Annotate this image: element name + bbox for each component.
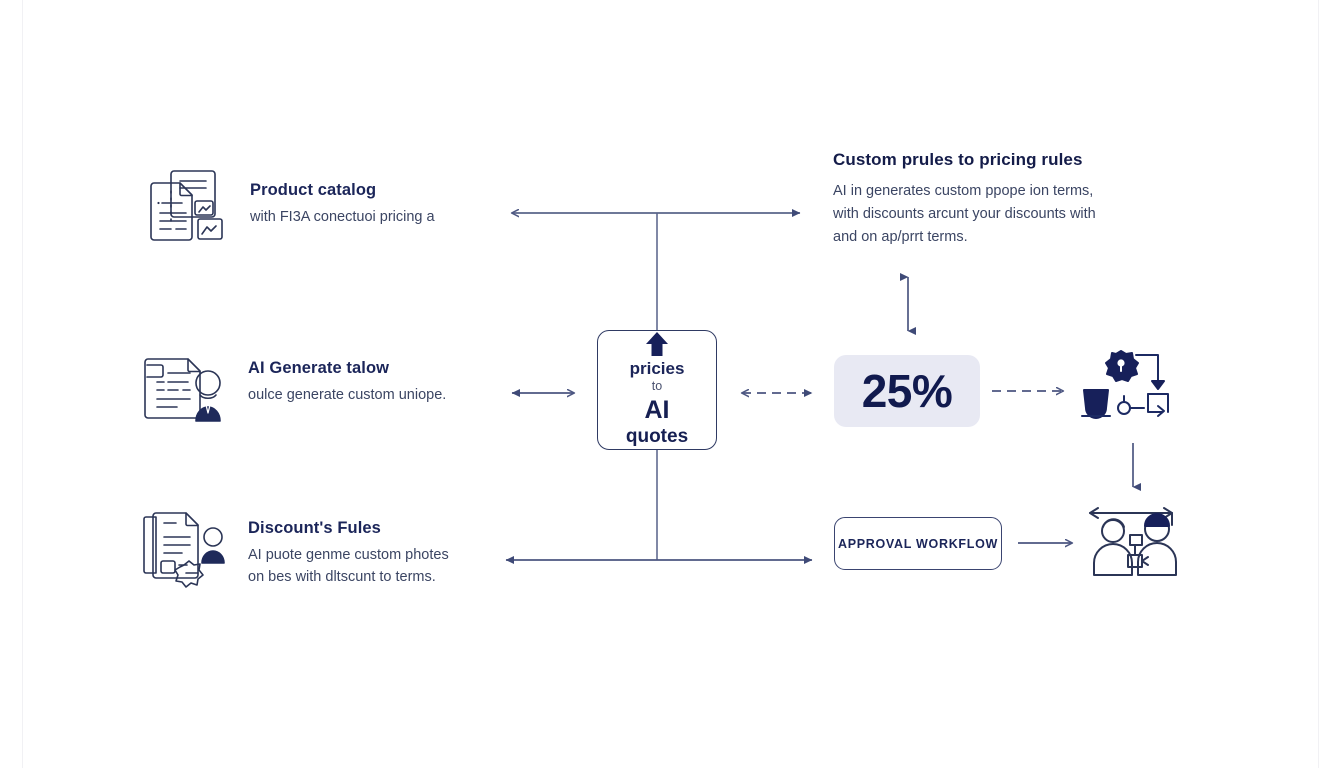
feature-description: with FI3A conectuoi pricing a <box>250 209 435 225</box>
discount-percent-badge: 25% <box>834 355 980 427</box>
center-line-1: pricies <box>629 358 685 378</box>
discount-percent-value: 25% <box>861 365 953 417</box>
feature-description-line-2: on bes with dltscunt to terms. <box>248 569 436 586</box>
ai-quotes-center-box[interactable]: pricies to AI quotes <box>597 330 717 450</box>
center-line-4: quotes <box>625 426 689 448</box>
stacked-documents-icon <box>140 165 236 251</box>
feature-text: Discount's Fules AI puote genme custom p… <box>248 503 449 589</box>
feature-description: oulce generate custom uniope. <box>248 387 447 403</box>
documents-person-badge-icon <box>138 503 234 589</box>
up-arrow-icon <box>643 331 671 357</box>
document-person-icon <box>138 343 234 429</box>
approval-workflow-pill[interactable]: APPROVAL WORKFLOW <box>834 517 1002 570</box>
block-title: Custom prules to pricing rules <box>833 150 1083 169</box>
two-people-team-icon <box>1078 505 1190 587</box>
right-edge-line <box>1318 0 1319 768</box>
feature-discount-rules: Discount's Fules AI puote genme custom p… <box>138 503 449 589</box>
feature-text: AI Generate talow oulce generate custom … <box>248 343 446 406</box>
feature-product-catalog: Product catalog with FI3A conectuoi pric… <box>140 165 435 251</box>
block-description-line-1: AI in generates custom ppope ion terms, <box>833 183 1094 199</box>
feature-text: Product catalog with FI3A conectuoi pric… <box>250 165 435 228</box>
feature-title: Discount's Fules <box>248 519 381 537</box>
feature-title: AI Generate talow <box>248 359 390 377</box>
custom-pricing-rules-block: Custom prules to pricing rules AI in gen… <box>833 150 1173 249</box>
badge-shield-flow-icon <box>1078 350 1190 442</box>
block-description-line-3: and on ap/prrt terms. <box>833 228 968 245</box>
feature-ai-generate: AI Generate talow oulce generate custom … <box>138 343 446 429</box>
center-line-3: AI <box>644 396 670 425</box>
left-edge-line <box>22 0 23 768</box>
feature-description-line-1: AI puote genme custom photes <box>248 547 449 563</box>
block-description-line-2: with discounts arcunt your discounts wit… <box>833 205 1096 222</box>
approval-workflow-label: APPROVAL WORKFLOW <box>837 536 999 551</box>
center-line-2: to <box>651 379 663 394</box>
feature-title: Product catalog <box>250 181 377 199</box>
